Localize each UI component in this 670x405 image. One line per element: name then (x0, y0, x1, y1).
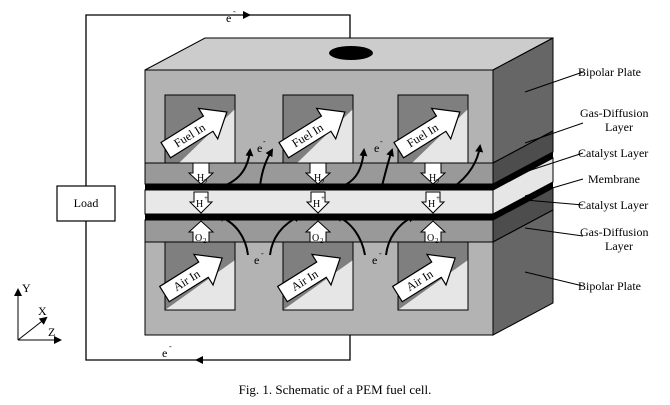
anode-electron-arrow-5 (381, 148, 394, 187)
axis-label-x: X (38, 304, 47, 318)
leader-lines (524, 71, 584, 287)
svg-text:+: + (204, 194, 208, 202)
label-gdl-top-line2: Layer (605, 120, 633, 134)
label-catalyst-top: Catalyst Layer (578, 146, 648, 160)
hplus-arrow-1: H + (188, 191, 214, 214)
cathode-electron-arrow-1 (216, 214, 249, 256)
hplus-arrows: H + H + H + (188, 191, 446, 214)
hplus-arrow-3: H + (420, 191, 446, 214)
label-membrane: Membrane (588, 172, 640, 186)
load-box (56, 185, 116, 222)
svg-text:H: H (313, 199, 320, 210)
svg-text:H: H (314, 173, 321, 184)
electron-label-top: e - (226, 7, 236, 25)
anode-electron-paths (217, 144, 484, 189)
svg-text:H: H (196, 199, 203, 210)
cathode-electron-arrow-3 (334, 214, 366, 256)
label-gdl-bottom-line1: Gas-Diffusion (580, 225, 648, 239)
svg-text:2: 2 (204, 178, 208, 186)
svg-text:-: - (379, 249, 382, 258)
axis-label-z: Z (48, 325, 55, 339)
svg-text:-: - (263, 137, 266, 146)
svg-text:e: e (162, 346, 167, 360)
svg-text:H: H (197, 173, 204, 184)
o2-arrow-2: O 2 (304, 220, 332, 245)
cathode-electron-arrow-2 (269, 214, 302, 256)
o2-arrows: O 2 O 2 O 2 (187, 220, 447, 245)
cathode-electron-arrow-4 (385, 215, 416, 256)
svg-text:-: - (233, 7, 236, 16)
cathode-electron-label-2: e (372, 253, 377, 267)
h2-arrow-2: H 2 (304, 162, 332, 186)
anode-electron-label-1: e (257, 141, 262, 155)
load-label: Load (74, 196, 99, 210)
svg-text:O: O (427, 233, 434, 244)
svg-text:2: 2 (203, 237, 207, 245)
side-catalyst-bottom (493, 182, 553, 220)
coordinate-axes (14, 288, 62, 344)
svg-text:2: 2 (320, 237, 324, 245)
svg-text:e: e (226, 11, 231, 25)
cathode-electron-label-1: e (254, 253, 259, 267)
cathode-electron-paths (216, 214, 416, 256)
anode-electron-arrow-3 (451, 144, 484, 189)
label-bipolar-plate-bottom: Bipolar Plate (578, 279, 641, 293)
air-in-arrow-2: Air In (276, 253, 341, 303)
h2-arrows: H 2 H 2 H 2 (187, 162, 447, 186)
catalyst-bottom-front (145, 214, 493, 220)
svg-text:-: - (261, 249, 264, 258)
hplus-arrow-2: H + (305, 191, 331, 214)
h2-arrow-3: H 2 (419, 162, 447, 186)
label-gdl-top-line1: Gas-Diffusion (580, 106, 648, 120)
svg-text:+: + (321, 194, 325, 202)
anode-electron-arrow-2 (337, 148, 368, 189)
svg-text:-: - (380, 137, 383, 146)
figure-caption: Fig. 1. Schematic of a PEM fuel cell. (239, 382, 432, 397)
svg-text:-: - (169, 342, 172, 351)
label-gdl-bottom-line2: Layer (605, 239, 633, 253)
label-bipolar-plate-top: Bipolar Plate (578, 65, 641, 79)
air-in-arrows: Air In Air In Air In (158, 253, 456, 303)
svg-text:O: O (312, 233, 319, 244)
svg-text:+: + (436, 194, 440, 202)
fuel-in-arrow-3: Fuel In (393, 107, 461, 159)
x-axis-arrow (17, 316, 48, 341)
svg-text:2: 2 (435, 237, 439, 245)
svg-text:H: H (428, 199, 435, 210)
catalyst-top-front (145, 184, 493, 190)
svg-text:2: 2 (436, 178, 440, 186)
axis-label-y: Y (22, 281, 31, 295)
svg-text:O: O (195, 233, 202, 244)
svg-text:2: 2 (321, 178, 325, 186)
label-catalyst-bottom: Catalyst Layer (578, 198, 648, 212)
electron-flow-arrowhead-bottom (195, 356, 203, 364)
anode-electron-arrow-1 (217, 148, 254, 189)
anode-electron-arrow-4 (259, 148, 274, 187)
o2-arrow-1: O 2 (187, 220, 215, 245)
side-catalyst-top (493, 152, 553, 190)
gas-outlet-hole (329, 46, 373, 60)
h2-arrow-1: H 2 (187, 162, 215, 186)
electron-flow-arrowhead-top (243, 11, 251, 19)
anode-electron-label-2: e (374, 141, 379, 155)
svg-text:H: H (429, 173, 436, 184)
o2-arrow-3: O 2 (419, 220, 447, 245)
electron-label-bottom: e - (162, 342, 172, 360)
